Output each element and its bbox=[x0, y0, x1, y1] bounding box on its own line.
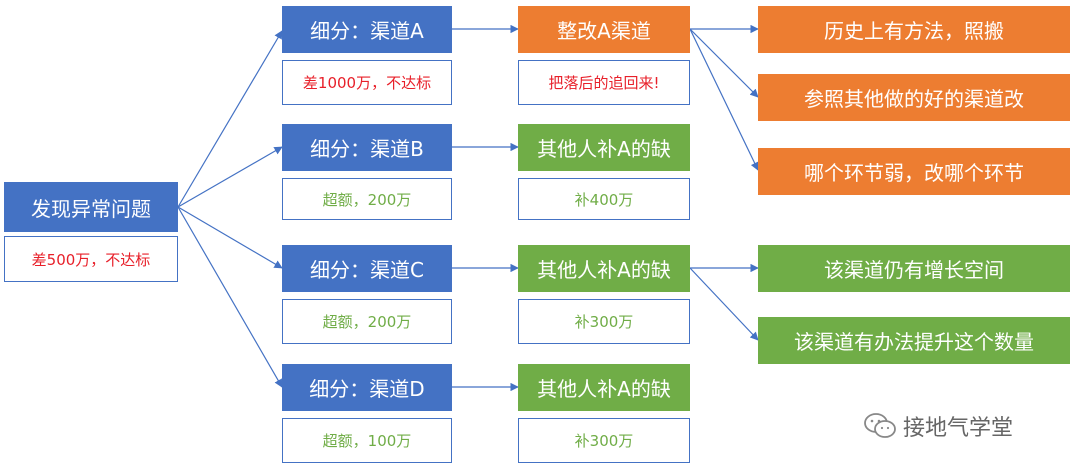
c-note-label-1: 该渠道仍有增长空间 bbox=[824, 258, 1004, 282]
segment-b-label: 细分：渠道B bbox=[310, 137, 424, 161]
action-b-note: 补400万 bbox=[518, 178, 690, 220]
segment-a-note-text: 差1000万，不达标 bbox=[302, 74, 432, 92]
action-b-label: 其他人补A的缺 bbox=[537, 137, 671, 161]
segment-b-note: 超额，200万 bbox=[282, 178, 452, 220]
action-a-box: 整改A渠道 bbox=[518, 6, 690, 53]
action-d-box: 其他人补A的缺 bbox=[518, 364, 690, 411]
fix-box-3: 哪个环节弱，改哪个环节 bbox=[758, 148, 1070, 195]
segment-d-box: 细分：渠道D bbox=[282, 364, 452, 411]
arrow-root-d bbox=[177, 206, 283, 388]
watermark: 接地气学堂 bbox=[863, 410, 1013, 442]
segment-d-note: 超额，100万 bbox=[282, 418, 452, 463]
arrow-root-b bbox=[177, 146, 283, 208]
c-note-box-1: 该渠道仍有增长空间 bbox=[758, 245, 1070, 292]
arrow-root-a bbox=[177, 30, 283, 208]
action-a-note: 把落后的追回来! bbox=[518, 60, 690, 105]
segment-a-label: 细分：渠道A bbox=[310, 19, 424, 43]
arrow-cnote-2 bbox=[689, 267, 759, 341]
segment-d-note-text: 超额，100万 bbox=[322, 432, 412, 450]
c-note-box-2: 该渠道有办法提升这个数量 bbox=[758, 317, 1070, 364]
segment-c-box: 细分：渠道C bbox=[282, 245, 452, 292]
c-note-label-2: 该渠道有办法提升这个数量 bbox=[794, 330, 1034, 354]
fix-label-1: 历史上有方法，照搬 bbox=[824, 19, 1004, 43]
wechat-icon bbox=[864, 413, 896, 438]
action-a-note-text: 把落后的追回来! bbox=[548, 74, 660, 92]
fix-label-3: 哪个环节弱，改哪个环节 bbox=[804, 161, 1024, 185]
root-note-text: 差500万，不达标 bbox=[31, 250, 151, 269]
segment-a-box: 细分：渠道A bbox=[282, 6, 452, 53]
segment-c-label: 细分：渠道C bbox=[310, 258, 424, 282]
action-d-note-text: 补300万 bbox=[574, 432, 634, 450]
action-c-label: 其他人补A的缺 bbox=[537, 258, 671, 282]
segment-a-note: 差1000万，不达标 bbox=[282, 60, 452, 105]
segment-b-box: 细分：渠道B bbox=[282, 124, 452, 171]
arrow-fix-3 bbox=[689, 28, 759, 171]
action-d-note: 补300万 bbox=[518, 418, 690, 463]
fix-label-2: 参照其他做的好的渠道改 bbox=[804, 87, 1024, 111]
action-d-label: 其他人补A的缺 bbox=[537, 377, 671, 401]
action-b-note-text: 补400万 bbox=[574, 190, 634, 209]
action-c-box: 其他人补A的缺 bbox=[518, 245, 690, 292]
fix-box-1: 历史上有方法，照搬 bbox=[758, 6, 1070, 53]
action-c-note-text: 补300万 bbox=[574, 313, 634, 331]
action-a-label: 整改A渠道 bbox=[557, 19, 651, 43]
arrow-fix-2 bbox=[689, 28, 759, 98]
root-label: 发现异常问题 bbox=[31, 196, 151, 221]
watermark-text: 接地气学堂 bbox=[903, 416, 1014, 441]
segment-c-note-text: 超额，200万 bbox=[322, 313, 412, 331]
segment-b-note-text: 超额，200万 bbox=[322, 190, 412, 209]
action-b-box: 其他人补A的缺 bbox=[518, 124, 690, 171]
fix-box-2: 参照其他做的好的渠道改 bbox=[758, 74, 1070, 121]
root-note: 差500万，不达标 bbox=[4, 236, 178, 282]
arrow-root-c bbox=[177, 206, 283, 269]
segment-d-label: 细分：渠道D bbox=[309, 377, 425, 401]
action-c-note: 补300万 bbox=[518, 299, 690, 344]
segment-c-note: 超额，200万 bbox=[282, 299, 452, 344]
root-box: 发现异常问题 bbox=[4, 182, 178, 232]
